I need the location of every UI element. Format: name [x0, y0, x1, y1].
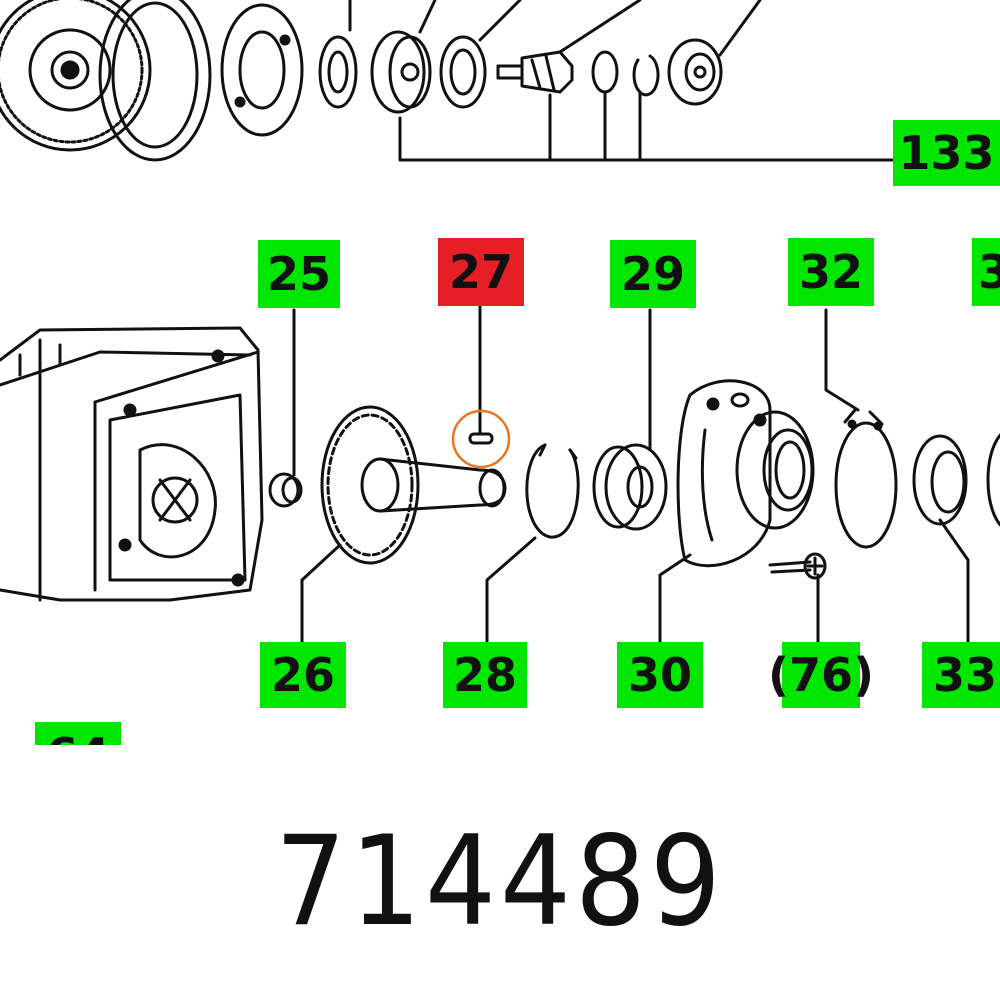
partial-part-31 — [986, 433, 1000, 527]
label-133[interactable]: 133 — [893, 120, 1000, 186]
gear-26 — [320, 405, 507, 565]
label-32[interactable]: 32 — [788, 238, 874, 306]
top-leader-lines — [348, 0, 897, 162]
label-64[interactable]: 64 — [35, 722, 121, 745]
label-64-text: 64 — [46, 728, 110, 745]
label-133-text: 133 — [898, 126, 994, 180]
diagram-canvas: 133 25 27 29 32 3 26 28 30 (76) 33 64 — [0, 0, 1000, 745]
label-76-box — [782, 642, 860, 708]
label-27-box — [438, 238, 524, 306]
label-26-text: 26 — [271, 648, 335, 702]
label-32-box — [788, 238, 874, 306]
retaining-ring-28 — [525, 443, 580, 539]
label-76-text: (76) — [768, 648, 874, 702]
label-30[interactable]: 30 — [617, 642, 703, 708]
top-washer — [439, 35, 487, 109]
label-27[interactable]: 27 — [438, 238, 524, 306]
label-30-box — [617, 642, 703, 708]
top-pinion-shaft — [496, 50, 574, 94]
top-o-ring — [591, 50, 619, 94]
label-25[interactable]: 25 — [258, 240, 340, 308]
gear-housing — [0, 326, 264, 602]
label-33-text: 33 — [933, 648, 997, 702]
label-33[interactable]: 33 — [922, 642, 1000, 708]
label-29[interactable]: 29 — [610, 240, 696, 308]
label-28-box — [443, 642, 527, 708]
label-30-text: 30 — [628, 648, 692, 702]
label-26-box — [260, 642, 346, 708]
label-31-text: 3 — [978, 245, 1000, 299]
top-sleeve — [667, 38, 723, 106]
label-25-box — [258, 240, 340, 308]
label-29-box — [610, 240, 696, 308]
label-31[interactable]: 3 — [972, 238, 1000, 306]
bushing-25 — [268, 472, 303, 508]
label-layer: 133 25 27 29 32 3 26 28 30 (76) 33 64 — [35, 120, 1000, 745]
label-64-box — [35, 722, 121, 745]
ball-bearing-29 — [592, 443, 668, 531]
top-gear-wheel — [0, 0, 152, 152]
top-large-ring — [98, 0, 212, 162]
seal-33 — [912, 434, 968, 526]
label-29-text: 29 — [621, 247, 685, 301]
part-number: 714489 — [275, 810, 725, 954]
label-26[interactable]: 26 — [260, 642, 346, 708]
label-28[interactable]: 28 — [443, 642, 527, 708]
middle-leader-lines — [292, 303, 970, 644]
bearing-flange-30 — [676, 379, 815, 568]
top-bearing — [370, 30, 432, 114]
top-bearing-cover — [220, 3, 304, 137]
label-133-box — [893, 120, 1000, 186]
highlight-ring — [451, 409, 511, 469]
label-28-text: 28 — [453, 648, 517, 702]
label-25-text: 25 — [267, 247, 331, 301]
screw-76 — [768, 552, 827, 580]
exploded-parts-diagram: 133 25 27 29 32 3 26 28 30 (76) 33 64 — [0, 0, 1000, 745]
key-27 — [468, 432, 494, 445]
top-circlip — [632, 54, 660, 97]
label-31-box — [972, 238, 1000, 306]
circlip-32 — [834, 408, 898, 549]
label-76[interactable]: (76) — [768, 642, 874, 708]
label-33-box — [922, 642, 1000, 708]
label-32-text: 32 — [799, 245, 863, 299]
top-seal — [318, 35, 358, 109]
label-27-text: 27 — [449, 245, 513, 299]
